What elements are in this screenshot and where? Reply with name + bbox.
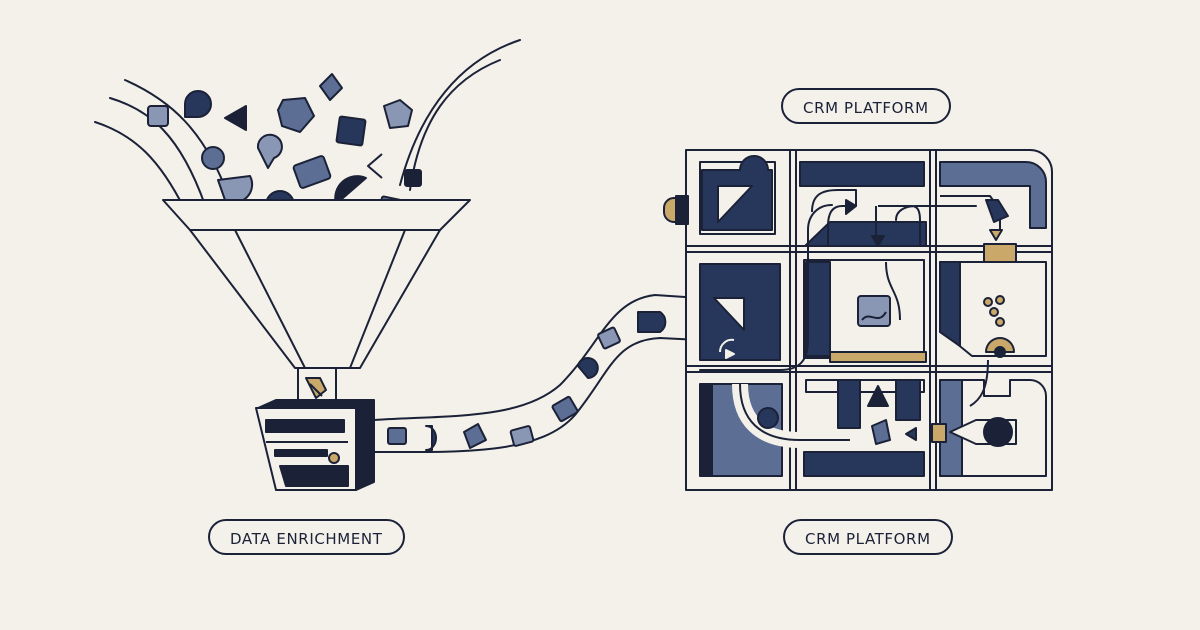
crm-platform-label-top: CRM PLATFORM [781, 88, 951, 124]
shape-circle [201, 146, 225, 170]
shape-diamond [319, 73, 343, 101]
data-enrichment-label: DATA ENRICHMENT [208, 519, 405, 555]
crm-platform-block [663, 149, 1053, 491]
status-light-icon [328, 452, 340, 464]
crm-platform-label-bottom: CRM PLATFORM [783, 519, 953, 555]
shape-semicircle [334, 175, 367, 205]
shape-square [335, 115, 367, 147]
crm-flow-lines [699, 204, 977, 371]
conveyor-shapes [387, 311, 667, 451]
shape-pentagon [383, 99, 413, 129]
shape-drop [256, 133, 283, 169]
shape-square [147, 105, 169, 127]
shape-hexagon [277, 97, 315, 133]
falling-data-shapes [147, 73, 422, 221]
shape-triangle [224, 105, 247, 131]
down-arrow-icon [305, 377, 327, 399]
funnel [162, 199, 471, 403]
data-conveyor [373, 293, 701, 454]
enrichment-machine [255, 399, 375, 491]
shape-rect [292, 155, 332, 189]
incoming-data-streams [94, 39, 521, 211]
shape-circle-half [184, 90, 212, 118]
shape-chevron [367, 153, 383, 179]
shape-square [404, 169, 422, 187]
